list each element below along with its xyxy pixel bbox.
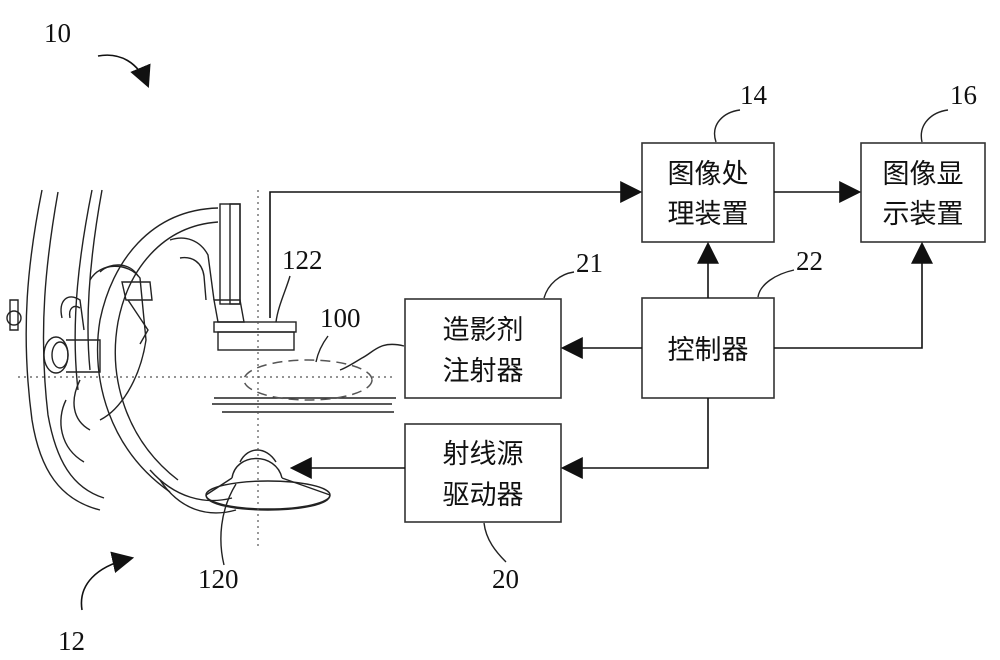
source-leader <box>221 484 236 565</box>
arrow-controller-to-driver <box>563 398 708 468</box>
image-display-ref: 16 <box>950 80 977 110</box>
source-driver-ref: 20 <box>492 564 519 594</box>
contrast-injector-ref-leader <box>544 272 574 298</box>
image-processing-line2: 理装置 <box>668 199 749 229</box>
patient-leader <box>316 336 328 362</box>
hub-connector <box>66 340 100 372</box>
arm-hub-inner <box>52 342 68 368</box>
image-display-ref-leader <box>921 110 948 142</box>
connectors <box>270 192 922 468</box>
image-processing-ref-leader <box>715 110 740 142</box>
figure-ref-label: 10 <box>44 18 71 48</box>
image-processing-block: 图像处 理装置 14 <box>642 80 774 242</box>
c-arm-arc-inner <box>115 222 218 480</box>
machine-ref-arrow <box>81 558 132 610</box>
source-driver-ref-leader <box>484 523 506 562</box>
source-driver-block: 射线源 驱动器 20 <box>405 424 561 594</box>
gantry-body <box>90 266 146 420</box>
image-display-block: 图像显 示装置 16 <box>861 80 985 242</box>
image-display-line2: 示装置 <box>883 199 964 229</box>
upper-arm-inner <box>180 258 206 300</box>
detector-plate <box>214 322 296 332</box>
contrast-injector-line2: 注射器 <box>443 356 524 386</box>
injection-line <box>340 344 404 370</box>
handle-inner <box>70 306 80 318</box>
controller-label: 控制器 <box>668 335 749 365</box>
contrast-injector-block: 造影剂 注射器 21 <box>340 248 603 398</box>
controller-block: 控制器 22 <box>642 246 823 398</box>
figure-ref-arrow <box>98 55 148 86</box>
image-display-line1: 图像显 <box>883 159 964 189</box>
handle <box>61 297 84 330</box>
upper-arm <box>170 238 214 300</box>
source-ref-label: 120 <box>198 564 239 594</box>
machine-ref-group: 12 <box>58 558 132 656</box>
contrast-injector-line1: 造影剂 <box>443 315 524 345</box>
knob <box>7 311 21 325</box>
source-rim <box>206 481 330 509</box>
lower-body-2 <box>61 400 84 462</box>
detector-ref-label: 122 <box>282 245 323 275</box>
detector-housing <box>218 332 294 350</box>
gantry-bracket-2 <box>128 300 148 344</box>
image-processing-ref: 14 <box>740 80 768 110</box>
patient-ref-group: 100 <box>316 303 361 362</box>
detector-column-inner <box>230 204 240 304</box>
source-driver-line1: 射线源 <box>443 439 524 469</box>
machine-ref-label: 12 <box>58 626 85 656</box>
source-base <box>206 495 330 510</box>
image-processing-line1: 图像处 <box>668 159 749 189</box>
contrast-injector-ref: 21 <box>576 248 603 278</box>
figure-ref-group: 10 <box>44 18 148 86</box>
detector-ref-group: 122 <box>276 245 323 322</box>
patient-outline <box>244 360 372 400</box>
c-arm-illustration <box>7 190 396 546</box>
lower-body <box>74 380 90 430</box>
controller-ref-leader <box>758 270 794 297</box>
controller-ref: 22 <box>796 246 823 276</box>
source-dome <box>232 459 282 479</box>
arm-hub <box>44 337 68 373</box>
patient-ref-label: 100 <box>320 303 361 333</box>
source-driver-line2: 驱动器 <box>443 480 524 510</box>
detector-leader <box>276 276 290 322</box>
